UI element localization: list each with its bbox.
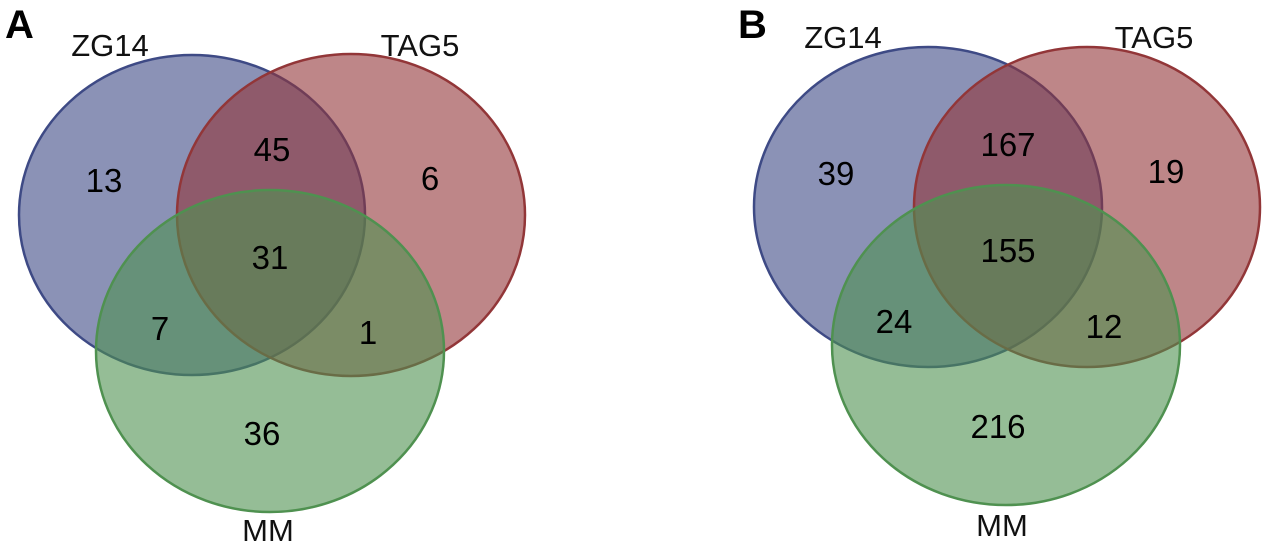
count-tag5-mm-b: 12 [1086, 308, 1123, 345]
count-tag5-only-a: 6 [421, 160, 439, 197]
set-label-mm-b: MM [976, 508, 1028, 543]
panel-letter-b: B [738, 3, 767, 47]
venn-panel-a: A ZG14 TAG5 MM 13 6 36 45 7 1 31 [5, 3, 527, 548]
count-tag5-only-b: 19 [1148, 153, 1185, 190]
count-zg14-tag5-a: 45 [254, 131, 291, 168]
count-zg14-mm-b: 24 [876, 303, 913, 340]
count-all-b: 155 [980, 232, 1035, 269]
panel-letter-a: A [5, 3, 34, 47]
count-mm-only-b: 216 [970, 408, 1025, 445]
set-label-zg14-b: ZG14 [804, 20, 882, 55]
set-label-tag5-a: TAG5 [381, 28, 460, 63]
venn-panel-b: B ZG14 TAG5 MM 39 19 216 167 24 12 155 [738, 3, 1262, 543]
mm-circle-a [94, 188, 446, 514]
set-label-tag5-b: TAG5 [1115, 20, 1194, 55]
mm-circle-b [830, 183, 1182, 507]
count-all-a: 31 [252, 239, 289, 276]
count-zg14-only-a: 13 [86, 162, 123, 199]
set-label-mm-a: MM [242, 513, 294, 548]
count-zg14-tag5-b: 167 [980, 126, 1035, 163]
set-label-zg14-a: ZG14 [71, 28, 149, 63]
count-mm-only-a: 36 [244, 415, 281, 452]
count-tag5-mm-a: 1 [359, 314, 377, 351]
count-zg14-only-b: 39 [818, 155, 855, 192]
count-zg14-mm-a: 7 [151, 310, 169, 347]
